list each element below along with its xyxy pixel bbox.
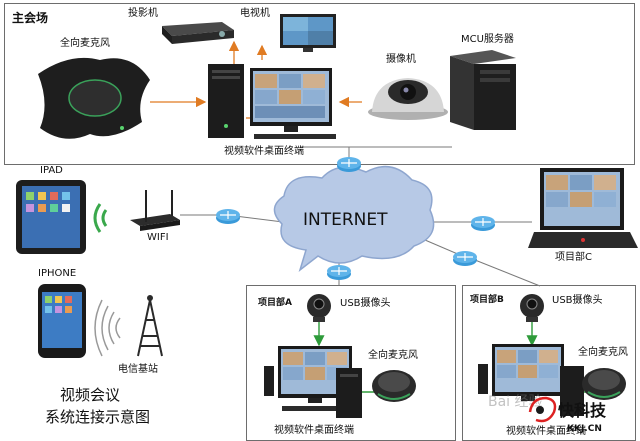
- dept-a-title: 项目部A: [258, 298, 292, 308]
- pc-tower-icon: [208, 64, 244, 138]
- internet-label: INTERNET: [303, 210, 388, 230]
- tv-icon: [280, 14, 336, 52]
- projector-label: 投影机: [128, 8, 158, 19]
- projector-icon: [162, 22, 234, 44]
- usb-camera-icon-b: [520, 294, 544, 322]
- cell-tower-icon: [137, 295, 163, 357]
- monitor-icon: [250, 68, 336, 139]
- caption-line1: 视频会议: [60, 386, 121, 404]
- router-icon-top: [337, 157, 361, 172]
- swirl-logo-icon: [528, 396, 557, 423]
- speaker-icon-b: [478, 364, 488, 394]
- iphone-icon: [38, 284, 86, 358]
- wifi-router-icon: [130, 190, 180, 231]
- dept-b-mic-label: 全向麦克风: [578, 347, 628, 358]
- conference-mic-icon: [38, 57, 150, 139]
- main-terminal-label: 视频软件桌面终端: [224, 146, 304, 157]
- camera-label: 摄像机: [386, 54, 416, 65]
- baidu-watermark: Bai 经验: [488, 394, 543, 410]
- mcu-server-icon: [450, 50, 516, 130]
- router-icon-right: [471, 216, 495, 231]
- dept-b-usb-cam-label: USB摄像头: [552, 295, 603, 306]
- wifi-label: WIFI: [147, 232, 169, 243]
- dept-a-usb-cam-label: USB摄像头: [340, 298, 391, 309]
- monitor-icon-b: [492, 344, 564, 401]
- pc-tower-icon-b: [560, 366, 584, 416]
- mic-icon-a: [372, 370, 416, 402]
- iphone-label: IPHONE: [38, 268, 77, 279]
- laptop-icon: [528, 168, 638, 248]
- tv-label: 电视机: [240, 8, 270, 19]
- mic-icon-b: [582, 368, 626, 400]
- dept-b-title: 项目部B: [470, 295, 504, 305]
- router-icon-bottom: [327, 265, 351, 280]
- router-icon-left: [216, 209, 240, 224]
- speaker-icon-a: [264, 366, 274, 396]
- pc-tower-icon-a: [336, 368, 362, 418]
- dept-a-terminal-label: 视频软件桌面终端: [274, 425, 354, 436]
- dept-a-mic-label: 全向麦克风: [368, 350, 418, 361]
- brand-watermark: 快科技: [558, 401, 607, 420]
- domain-watermark: KKJ.CN: [567, 424, 602, 434]
- ptz-camera-icon: [368, 78, 448, 120]
- wifi-signal-icon: [93, 203, 108, 233]
- router-icon-lower-right: [453, 251, 477, 266]
- main-venue-title: 主会场: [12, 11, 49, 25]
- dept-b-terminal-label: 视频软件桌面终端: [506, 426, 586, 437]
- usb-camera-icon-a: [307, 294, 331, 322]
- ipad-icon: [16, 180, 86, 254]
- tower-label: 电信基站: [118, 364, 158, 375]
- main-mic-label: 全向麦克风: [60, 38, 110, 49]
- mcu-label: MCU服务器: [461, 34, 514, 45]
- ipad-label: IPAD: [40, 165, 63, 176]
- signal-waves-icon: [94, 299, 121, 357]
- dept-c-label: 项目部C: [555, 252, 592, 263]
- caption-line2: 系统连接示意图: [45, 408, 151, 426]
